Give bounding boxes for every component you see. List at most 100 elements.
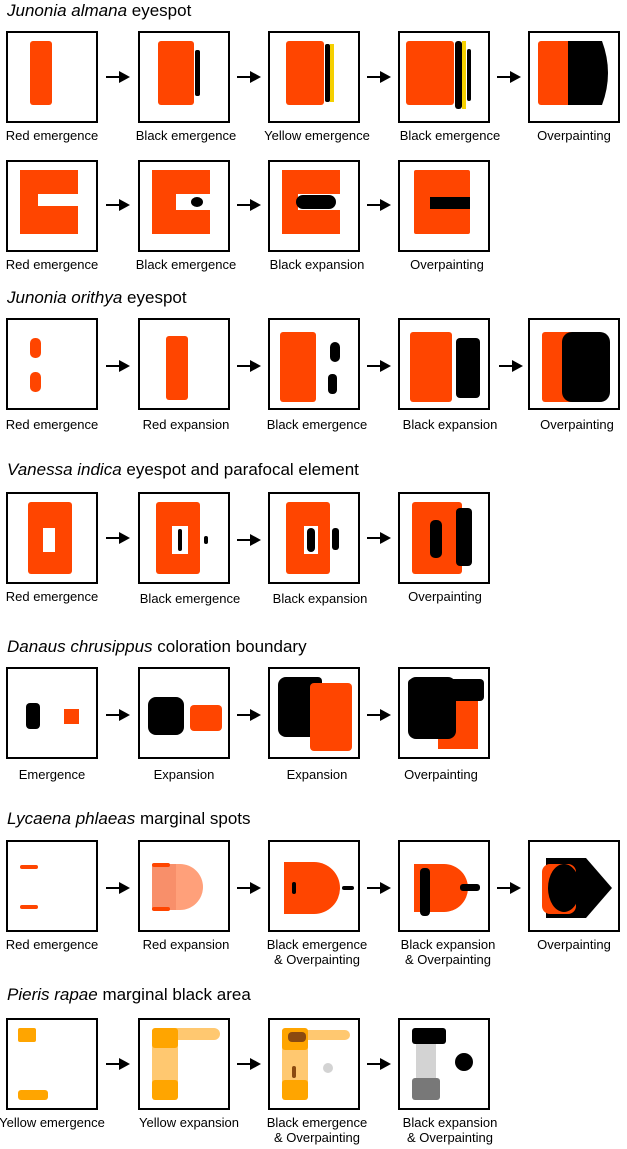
black-parafocal — [332, 528, 339, 550]
section-title-junonia-almana: Junonia almana eyespot — [7, 1, 192, 20]
arrow-right-icon — [367, 199, 391, 211]
arrow-right-icon — [106, 71, 130, 83]
orithya-caption-5: Overpainting — [540, 417, 614, 432]
yellow-spot-top — [18, 1028, 36, 1042]
arrow-right-icon — [106, 532, 130, 544]
orithya-panel-2 — [138, 318, 230, 410]
orithya-caption-4: Black expansion — [402, 417, 498, 432]
red-spot-bottom — [20, 905, 38, 909]
vanessa-caption-4: Overpainting — [408, 589, 482, 604]
white-center — [43, 528, 55, 552]
yellow-spot-top — [152, 1028, 178, 1048]
black-bar — [430, 197, 470, 209]
black-spot-top — [412, 1028, 446, 1044]
black-focus — [430, 520, 442, 558]
yellow-spot-bottom — [282, 1080, 308, 1100]
red-expansion — [284, 862, 340, 914]
black-area — [278, 677, 318, 737]
red-band — [406, 41, 454, 105]
pieris-panel-4 — [398, 1018, 490, 1110]
lycaena-caption-3: Black emergence & Overpainting — [266, 937, 368, 967]
section-title-junonia-orithya: Junonia orithya eyespot — [7, 288, 187, 307]
black-focus — [307, 528, 315, 552]
red-spot — [64, 709, 79, 724]
light-grey-vertical — [416, 1034, 436, 1090]
arrow-right-icon — [367, 71, 391, 83]
almana-r1-panel-4 — [398, 31, 490, 123]
danaus-caption-1: Emergence — [18, 767, 86, 782]
orithya-panel-1 — [6, 318, 98, 410]
danaus-panel-4 — [398, 667, 490, 759]
arrow-right-icon — [497, 882, 521, 894]
grey-spot — [323, 1063, 333, 1073]
pieris-caption-4: Black expansion & Overpainting — [402, 1115, 498, 1145]
yellow-band — [330, 44, 334, 102]
red-c-shape — [152, 170, 210, 234]
orithya-panel-3 — [268, 318, 360, 410]
vanessa-caption-2: Black emergence — [139, 591, 241, 606]
pieris-caption-1: Yellow emergence — [0, 1115, 105, 1130]
grey-spot-bottom — [412, 1078, 440, 1100]
orithya-caption-1: Red emergence — [5, 417, 99, 432]
black-band — [325, 44, 330, 102]
lycaena-panel-3 — [268, 840, 360, 932]
arrow-right-icon — [237, 71, 261, 83]
black-parafocal — [460, 884, 480, 891]
black-band — [455, 41, 462, 109]
arrow-right-icon — [106, 709, 130, 721]
black-focus — [292, 882, 296, 894]
black-bar — [296, 195, 336, 209]
danaus-panel-3 — [268, 667, 360, 759]
section-title-vanessa-indica: Vanessa indica eyespot and parafocal ele… — [7, 460, 359, 479]
red-spot-bottom — [152, 907, 170, 911]
almana-r2-panel-2 — [138, 160, 230, 252]
vanessa-panel-3 — [268, 492, 360, 584]
yellow-band — [462, 41, 466, 109]
vanessa-caption-1: Red emergence — [5, 589, 99, 604]
almana-r1-panel-2 — [138, 31, 230, 123]
yellow-spot-bottom — [18, 1090, 48, 1100]
vanessa-caption-3: Black expansion — [272, 591, 368, 606]
black-focus — [178, 529, 182, 551]
arrow-right-icon — [237, 1058, 261, 1070]
arrow-right-icon — [106, 1058, 130, 1070]
black-parafocal — [342, 886, 354, 890]
danaus-caption-3: Expansion — [286, 767, 348, 782]
almana-r1-panel-3 — [268, 31, 360, 123]
almana-r2-panel-1 — [6, 160, 98, 252]
black-parafocal — [204, 536, 208, 544]
red-area — [190, 705, 222, 731]
red-band — [286, 41, 324, 105]
red-spot-bottom — [30, 372, 41, 392]
black-area — [562, 332, 610, 402]
red-band — [158, 41, 194, 105]
almana-r1-caption-1: Red emergence — [5, 128, 99, 143]
pieris-panel-1 — [6, 1018, 98, 1110]
black-top — [408, 679, 484, 701]
almana-r2-caption-2: Black emergence — [135, 257, 237, 272]
red-band — [410, 332, 452, 402]
lycaena-caption-4: Black expansion & Overpainting — [400, 937, 496, 967]
arrow-right-icon — [106, 199, 130, 211]
almana-r1-caption-5: Overpainting — [537, 128, 611, 143]
lycaena-caption-5: Overpainting — [537, 937, 611, 952]
black-parafocal — [456, 508, 472, 566]
black-band — [456, 338, 480, 398]
arrow-right-icon — [367, 360, 391, 372]
vanessa-panel-2 — [138, 492, 230, 584]
black-band — [195, 50, 200, 96]
almana-r2-panel-4 — [398, 160, 490, 252]
arrow-right-icon — [106, 360, 130, 372]
arrow-right-icon — [237, 360, 261, 372]
vanessa-panel-1 — [6, 492, 98, 584]
danaus-caption-2: Expansion — [153, 767, 215, 782]
lycaena-caption-2: Red expansion — [142, 937, 230, 952]
orithya-panel-4 — [398, 318, 490, 410]
orithya-panel-5 — [528, 318, 620, 410]
arrow-right-icon — [367, 1058, 391, 1070]
black-area — [148, 697, 184, 735]
red-area — [310, 683, 352, 751]
lycaena-panel-5 — [528, 840, 620, 932]
section-title-danaus-chrusippus: Danaus chrusippus coloration boundary — [7, 637, 307, 656]
lycaena-panel-2 — [138, 840, 230, 932]
